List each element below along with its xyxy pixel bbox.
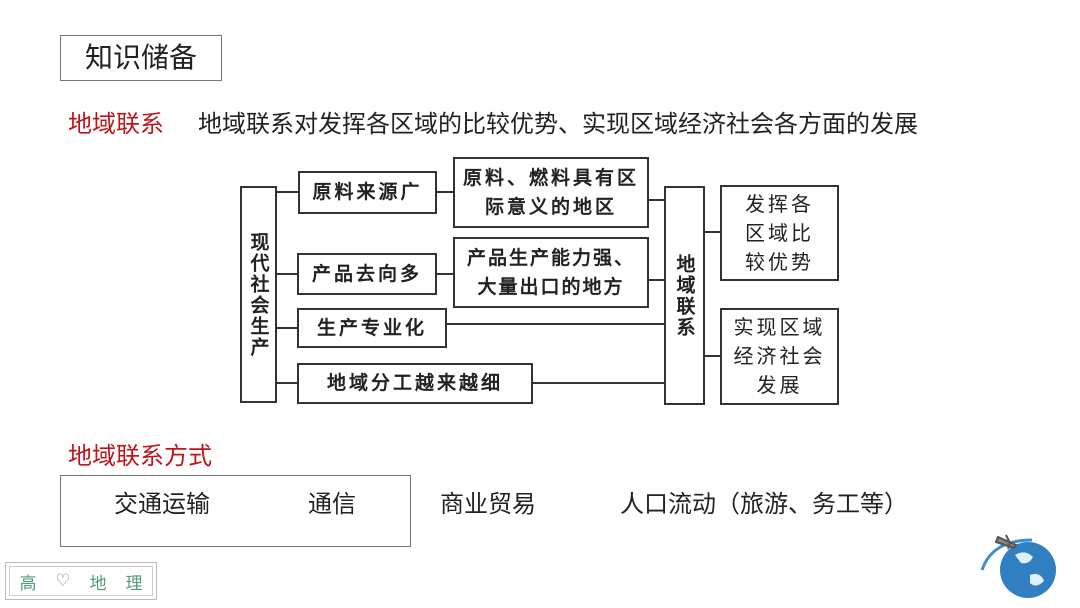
method-migration: 人口流动（旅游、务工等） [620, 490, 908, 518]
section-intro-text: 地域联系对发挥各区域的比较优势、实现区域经济社会各方面的发展 [198, 110, 918, 138]
diagram-box-result-2: 实现区域经济社会发展 [720, 308, 839, 405]
globe-airplane-icon [980, 534, 1056, 598]
logo-stamp: 高♡地理 [5, 562, 157, 600]
diagram-box-region-1: 原料、燃料具有区际意义的地区 [453, 157, 649, 228]
method-trade: 商业贸易 [440, 490, 536, 518]
method-transport: 交通运输 [114, 490, 210, 518]
method-communication: 通信 [308, 490, 356, 518]
diagram-box-factor-1: 原料来源广 [298, 171, 437, 214]
methods-highlight-box [60, 475, 411, 547]
section-heading-link-methods: 地域联系方式 [68, 442, 212, 470]
slide-title: 知识储备 [60, 35, 222, 81]
diagram-box-factor-3: 生产专业化 [297, 308, 447, 348]
diagram-box-factor-2: 产品去向多 [297, 253, 437, 295]
diagram-box-region-2: 产品生产能力强、大量出口的地方 [453, 237, 649, 308]
diagram-box-result-1: 发挥各区域比较优势 [720, 185, 839, 281]
section-heading-regional-links: 地域联系 [68, 110, 164, 138]
diagram-box-factor-4: 地域分工越来越细 [297, 363, 533, 404]
diagram-box-modern-production: 现代社会生产 [240, 186, 277, 403]
diagram-box-regional-links: 地域联系 [664, 186, 705, 405]
